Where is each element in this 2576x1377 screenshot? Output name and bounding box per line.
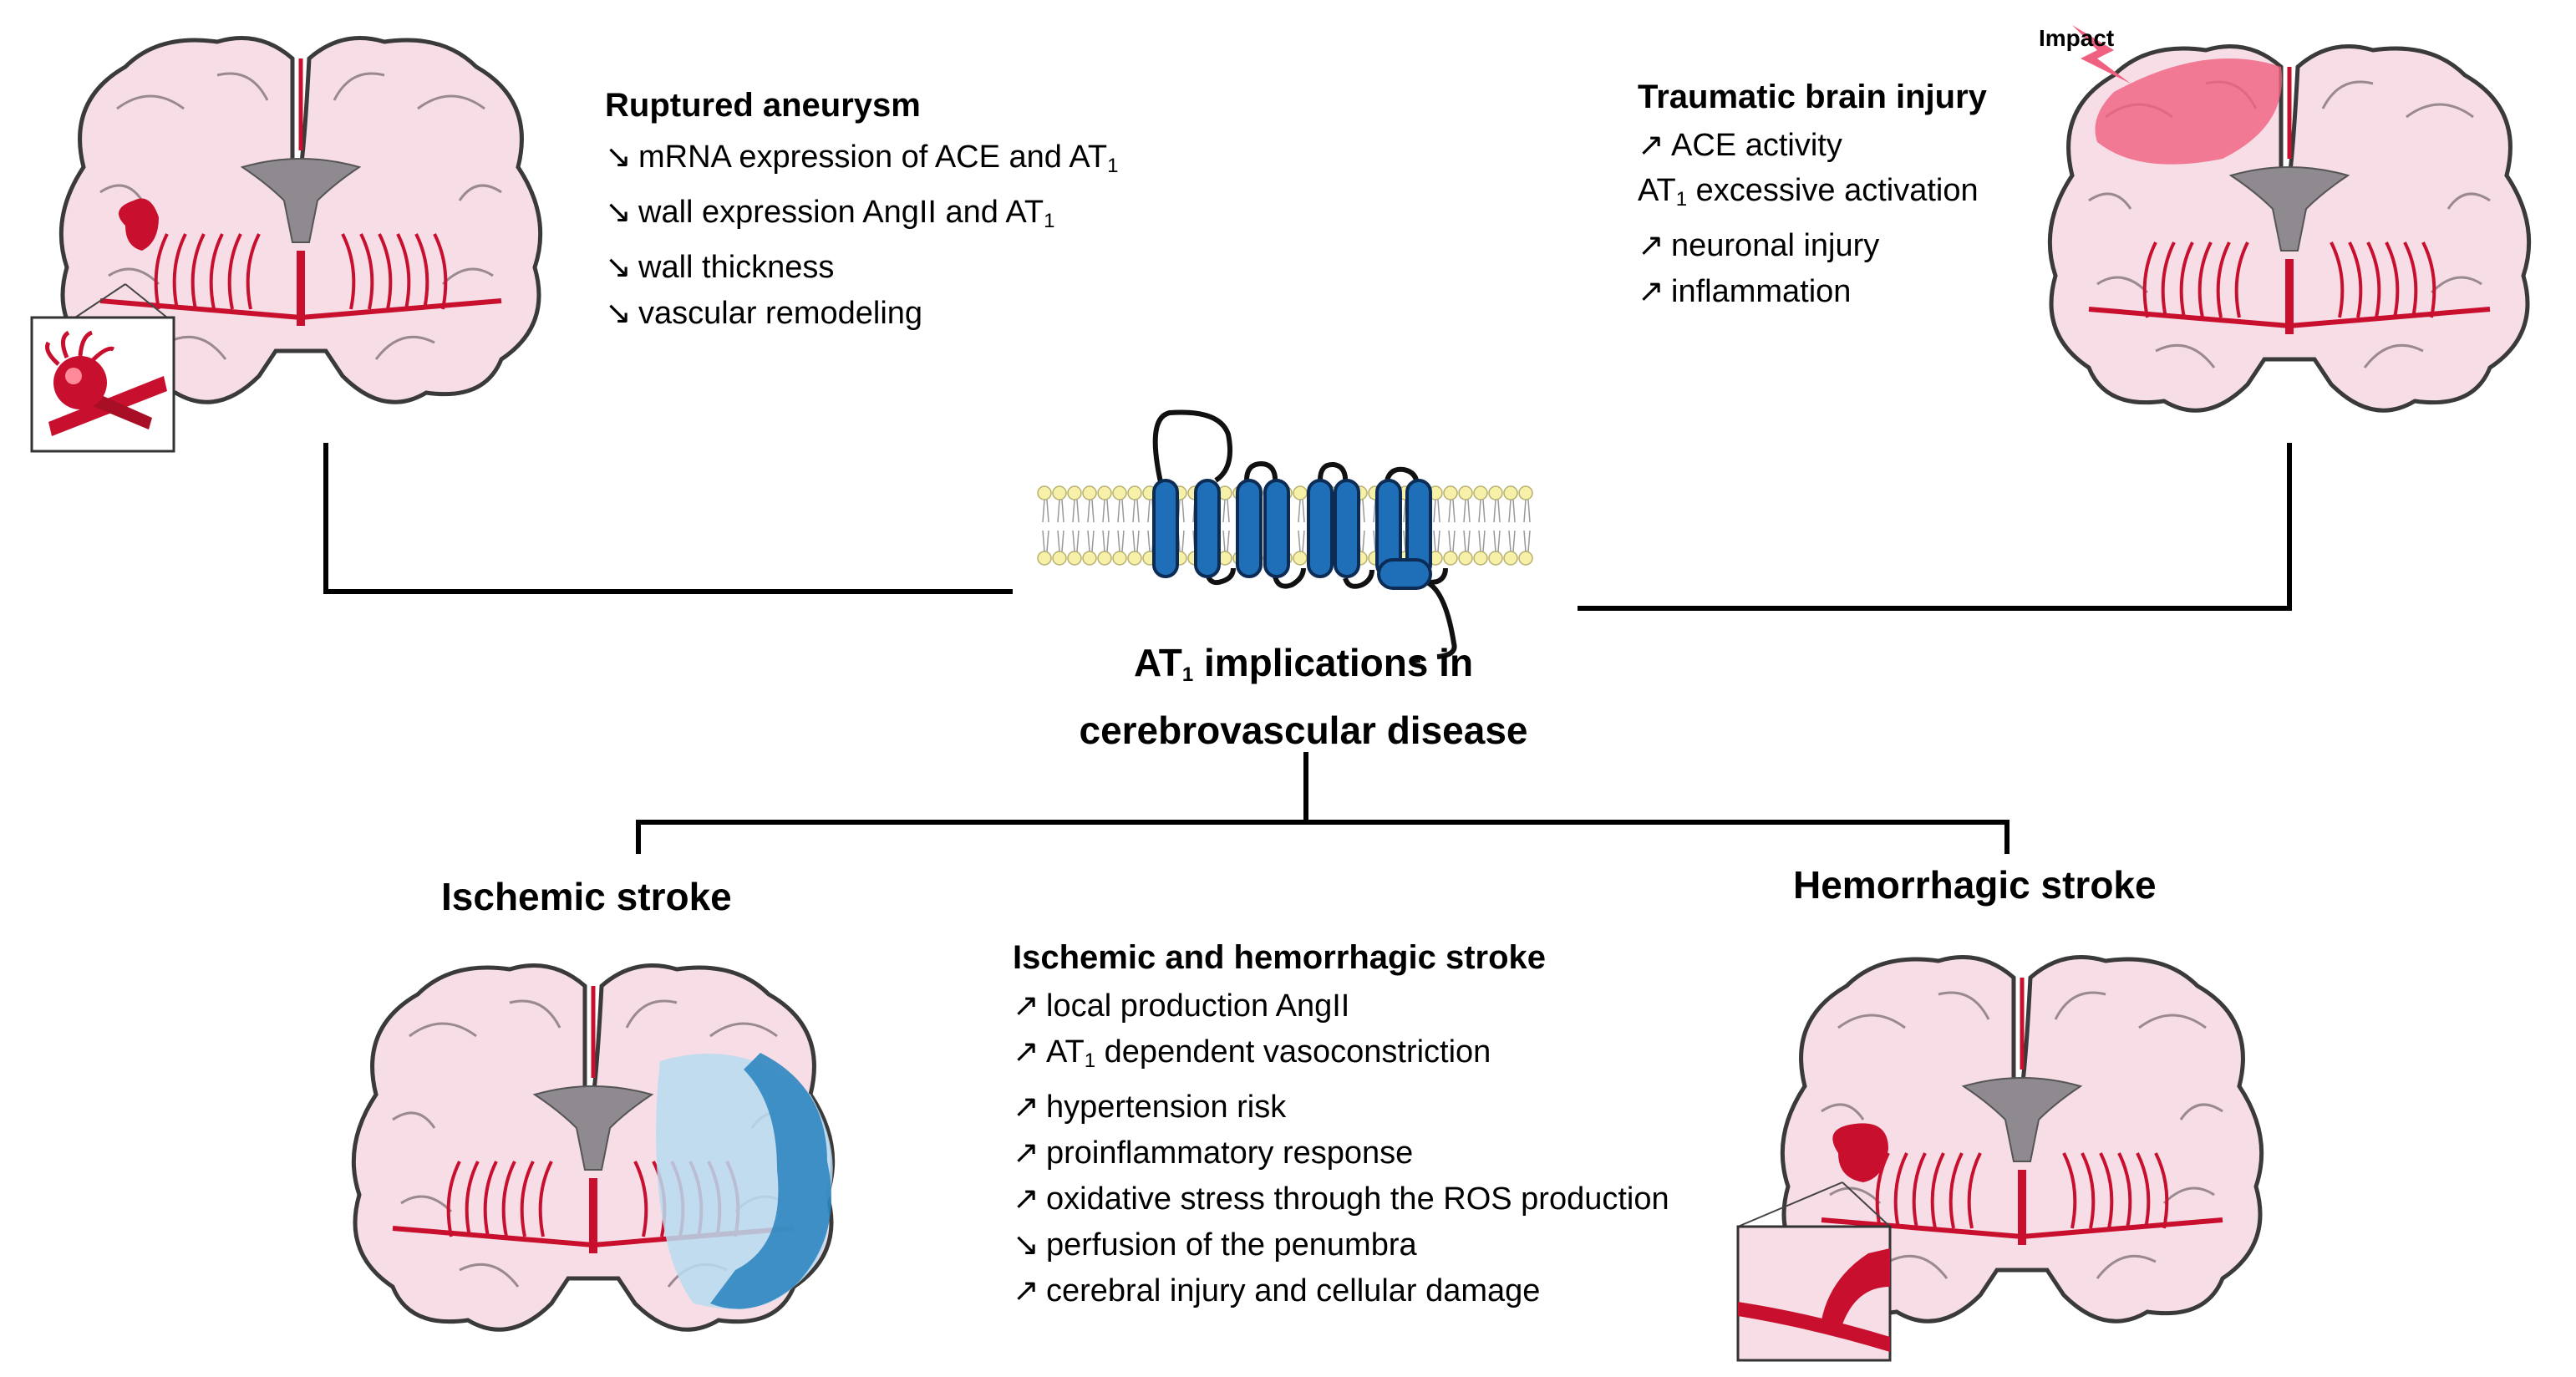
effect-item: ↗AT1 dependent vasoconstriction xyxy=(1013,1029,1669,1084)
effect-text: local production AngII xyxy=(1046,988,1350,1024)
connector-top-left xyxy=(323,443,1013,594)
arrow-up-icon: ↗ xyxy=(1013,1134,1039,1171)
effect-text: hypertension risk xyxy=(1046,1090,1287,1125)
effect-item: ↗oxidative stress through the ROS produc… xyxy=(1013,1176,1669,1222)
effect-item: ↗ACE activity xyxy=(1638,122,1979,168)
brain-shape xyxy=(1780,955,2264,1324)
arrow-up-icon: ↗ xyxy=(1013,1180,1039,1217)
receptor-helices xyxy=(1152,479,1432,590)
center-title: AT1 implications in cerebrovascular dise… xyxy=(1079,641,1528,752)
effect-text: AT xyxy=(1046,1034,1085,1070)
effect-item: ↘mRNA expression of ACE and AT1 xyxy=(605,134,1118,189)
ischemic-hemorrhagic-list: ↗local production AngII↗AT1 dependent va… xyxy=(1013,983,1669,1313)
ruptured-aneurysm-list: ↘mRNA expression of ACE and AT1↘wall exp… xyxy=(605,134,1118,336)
effect-text: ACE activity xyxy=(1671,128,1842,163)
hemorrhage-vessel-icon xyxy=(1738,1248,1890,1352)
arrow-down-icon: ↘ xyxy=(605,294,632,331)
aneurysm-vessel-icon xyxy=(45,330,167,436)
ischemic-hemorrhagic-heading: Ischemic and hemorrhagic stroke xyxy=(1013,939,1547,976)
arrow-up-icon: ↗ xyxy=(1638,272,1664,309)
brain-shape xyxy=(2047,25,2532,413)
impact-label: Impact xyxy=(2039,25,2115,51)
effect-subscript: 1 xyxy=(1044,210,1055,232)
arrow-up-icon: ↗ xyxy=(1638,226,1664,263)
effect-text-post: excessive activation xyxy=(1687,173,1979,208)
effect-text: perfusion of the penumbra xyxy=(1046,1227,1417,1263)
arrow-up-icon: ↗ xyxy=(1013,1088,1039,1125)
effect-text: oxidative stress through the ROS product… xyxy=(1046,1181,1669,1217)
arrow-up-icon: ↗ xyxy=(1013,1033,1039,1070)
effect-item: ↗proinflammatory response xyxy=(1013,1130,1669,1176)
effect-item: ↘wall thickness xyxy=(605,244,1118,290)
arrow-up-icon: ↗ xyxy=(1638,126,1664,163)
effect-text: wall thickness xyxy=(638,250,835,285)
arrow-down-icon: ↘ xyxy=(1013,1226,1039,1263)
brain-shape xyxy=(351,963,836,1332)
effect-item: ↘wall expression AngII and AT1 xyxy=(605,189,1118,244)
effect-text: wall expression AngII and AT xyxy=(638,195,1044,230)
arrow-down-icon: ↘ xyxy=(605,138,632,175)
effect-item: ↗neuronal injury xyxy=(1638,222,1979,268)
effect-subscript: 1 xyxy=(1675,188,1688,211)
effect-subscript: 1 xyxy=(1107,155,1119,177)
brain-shape xyxy=(58,36,543,404)
connector-bottom-bar xyxy=(636,820,2009,854)
arrow-down-icon: ↘ xyxy=(605,248,632,285)
effect-item: ↗hypertension risk xyxy=(1013,1084,1669,1130)
arrow-up-icon: ↗ xyxy=(1013,987,1039,1024)
ischemic-stroke-heading: Ischemic stroke xyxy=(441,875,732,918)
effect-text: neuronal injury xyxy=(1671,228,1880,263)
effect-item: ↗inflammation xyxy=(1638,268,1979,314)
tbi-heading: Traumatic brain injury xyxy=(1638,79,1987,115)
effect-item: ↘vascular remodeling xyxy=(605,290,1118,336)
effect-item: AT1 excessive activation xyxy=(1638,168,1979,222)
hemorrhagic-stroke-heading: Hemorrhagic stroke xyxy=(1793,863,2157,907)
effect-text: vascular remodeling xyxy=(638,296,923,331)
effect-item: ↗local production AngII xyxy=(1013,983,1669,1029)
effect-text: proinflammatory response xyxy=(1046,1136,1414,1171)
effect-subscript: 1 xyxy=(1084,1049,1096,1072)
connector-top-right xyxy=(1578,443,2292,611)
effect-text: mRNA expression of ACE and AT xyxy=(638,140,1108,175)
effect-item: ↗cerebral injury and cellular damage xyxy=(1013,1268,1669,1313)
effect-text: AT xyxy=(1638,173,1676,208)
effect-text: cerebral injury and cellular damage xyxy=(1046,1273,1541,1308)
effect-item: ↘perfusion of the penumbra xyxy=(1013,1222,1669,1268)
receptor-loops xyxy=(1152,409,1457,659)
effect-text: inflammation xyxy=(1671,274,1852,309)
arrow-down-icon: ↘ xyxy=(605,193,632,230)
arrow-up-icon: ↗ xyxy=(1013,1272,1039,1308)
effect-text-post: dependent vasoconstriction xyxy=(1095,1034,1491,1070)
ruptured-aneurysm-heading: Ruptured aneurysm xyxy=(605,87,921,124)
